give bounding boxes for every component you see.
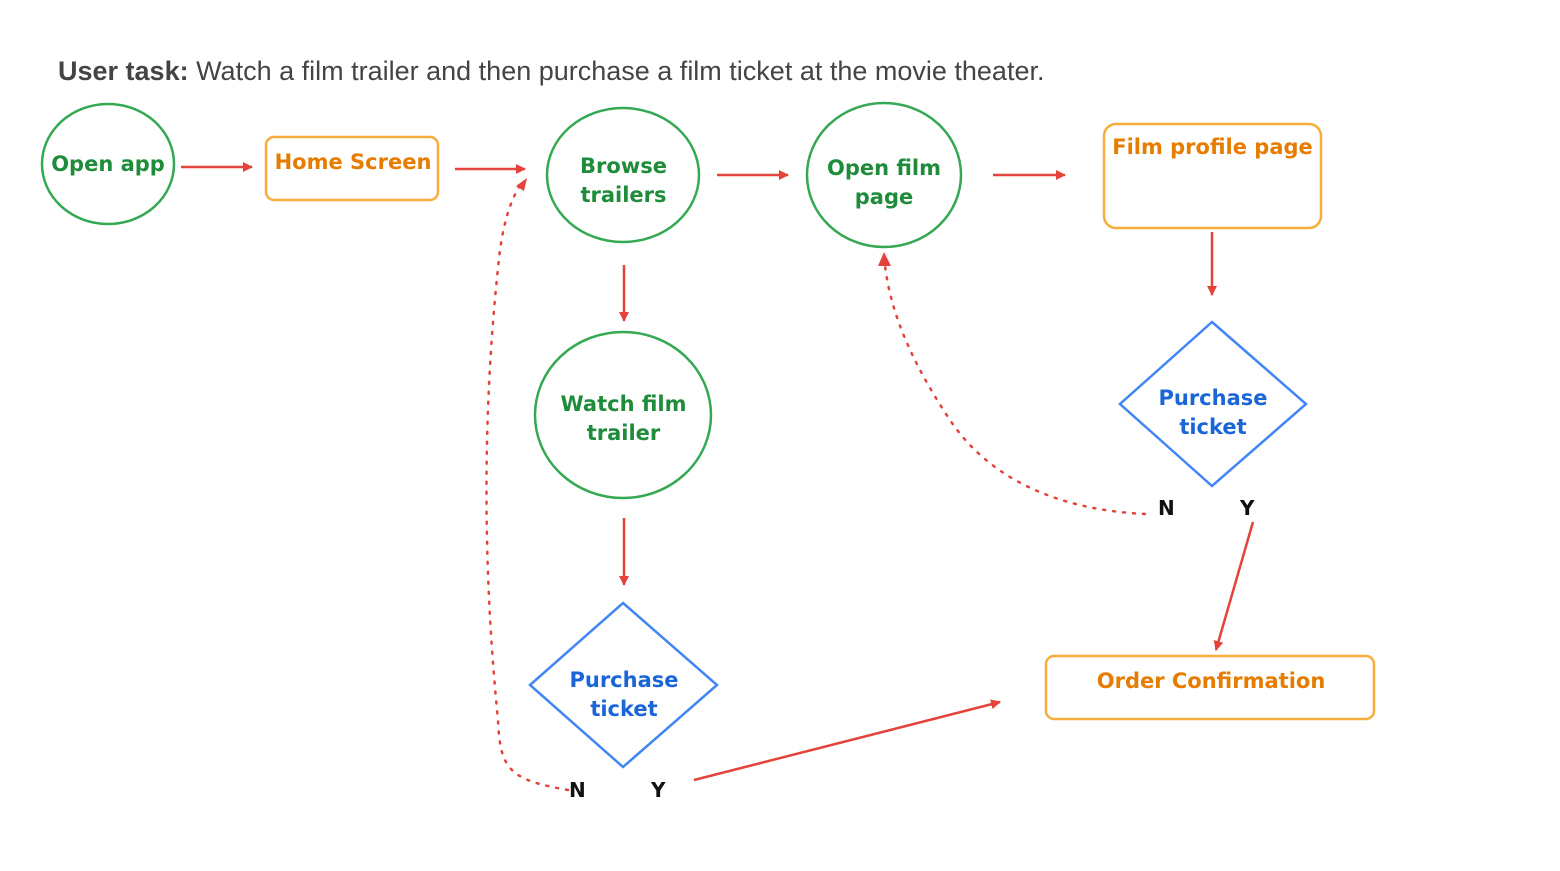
dotted-arrow-no-2-head — [878, 252, 891, 266]
home-screen-box — [264, 135, 440, 202]
open-app-circle — [40, 102, 176, 226]
decision-2-yes-label: Y — [1240, 496, 1255, 520]
purchase-ticket-label-1: Purchase ticket — [569, 668, 679, 721]
browse-trailers-circle — [545, 106, 701, 244]
decision-1-yes-label: Y — [651, 778, 666, 802]
user-task-title: User task: Watch a film trailer and then… — [58, 56, 1044, 87]
arrow-yes-1-to-order — [693, 699, 1001, 782]
open-film-page-label: Open film page — [826, 156, 942, 209]
order-confirmation-box — [1044, 654, 1376, 721]
dotted-arrow-no-2-to-open-film — [883, 263, 1147, 516]
watch-film-trailer-circle — [533, 330, 713, 500]
user-task-prefix: User task: — [58, 56, 189, 86]
arrow-yes-2-to-order — [1213, 521, 1255, 651]
open-film-page-circle — [805, 101, 963, 249]
home-screen-label: Home Screen — [274, 149, 432, 174]
decision-1-no-label: N — [569, 778, 586, 802]
order-confirmation-label: Order Confirmation — [1096, 668, 1326, 693]
film-profile-page-box — [1102, 122, 1323, 230]
open-app-label: Open app — [51, 151, 165, 176]
film-profile-page-label: Film profile page — [1112, 134, 1313, 159]
dotted-arrow-no-1-to-browse — [485, 180, 570, 792]
watch-film-trailer-label: Watch film trailer — [560, 392, 687, 445]
decision-2-no-label: N — [1158, 496, 1175, 520]
purchase-ticket-label-2: Purchase ticket — [1158, 386, 1268, 439]
browse-trailers-label: Browse trailers — [580, 154, 667, 207]
purchase-ticket-diamond-2 — [1118, 320, 1308, 488]
purchase-ticket-diamond-1 — [528, 601, 719, 769]
user-task-text: Watch a film trailer and then purchase a… — [188, 56, 1045, 86]
dotted-arrow-no-1-head — [516, 178, 527, 191]
